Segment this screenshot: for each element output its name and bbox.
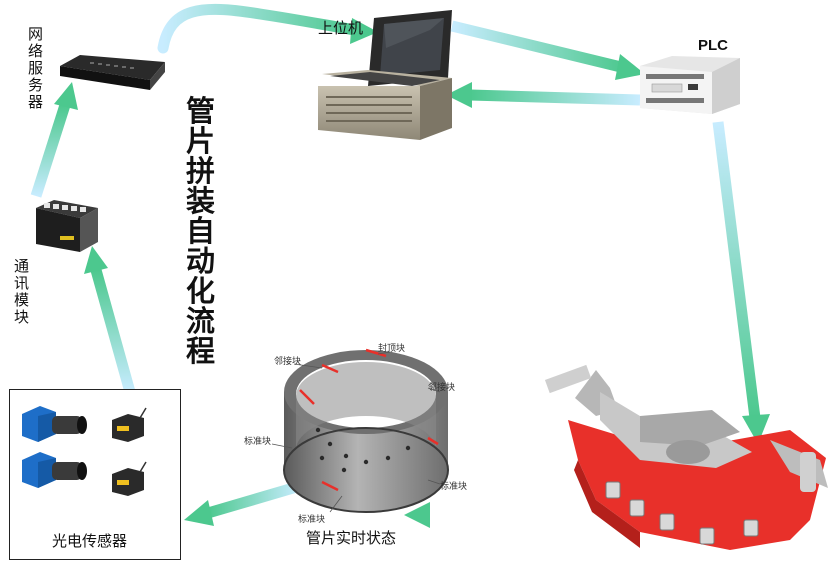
comm-module-label: 通讯模块 (14, 257, 30, 326)
camera-icon (22, 406, 87, 442)
plc-label: PLC (698, 37, 728, 54)
laser-sensor-icon (112, 407, 147, 442)
arrow-sensors-to-module (84, 246, 136, 394)
segment-status-label: 管片实时状态 (306, 529, 397, 547)
segment-ring (271, 348, 449, 513)
ring-label-key: 封顶块 (378, 344, 406, 354)
ring-label-adjacent: 邻接块 (428, 383, 456, 393)
arrow-module-to-server (30, 82, 78, 198)
host-computer-label: 上位机 (318, 19, 364, 37)
network-server-device (60, 55, 165, 90)
photo-sensor-label: 光电传感器 (52, 532, 128, 550)
comm-module-device (36, 200, 98, 252)
plc-device (640, 56, 740, 114)
segment-erector (544, 364, 828, 550)
arrow-server-to-pc (157, 3, 378, 54)
host-computer-device (318, 10, 452, 140)
ring-label-standard: 标准块 (440, 482, 468, 492)
ring-label-standard: 标准块 (244, 437, 272, 447)
ring-label-adjacent: 邻接块 (274, 357, 302, 367)
diagram-title: 管片拼装自动化流程 (186, 94, 216, 368)
arrow-pc-to-plc (450, 20, 645, 80)
arrow-erector-to-ring (404, 502, 578, 528)
network-server-label: 网络服务器 (28, 25, 44, 111)
camera-icon (22, 452, 87, 488)
ring-label-standard: 标准块 (298, 515, 326, 525)
arrow-plc-to-pc (446, 82, 641, 108)
laser-sensor-icon (112, 461, 147, 496)
arrow-plc-to-erector (712, 121, 770, 444)
arrow-ring-to-sensors (184, 480, 302, 526)
